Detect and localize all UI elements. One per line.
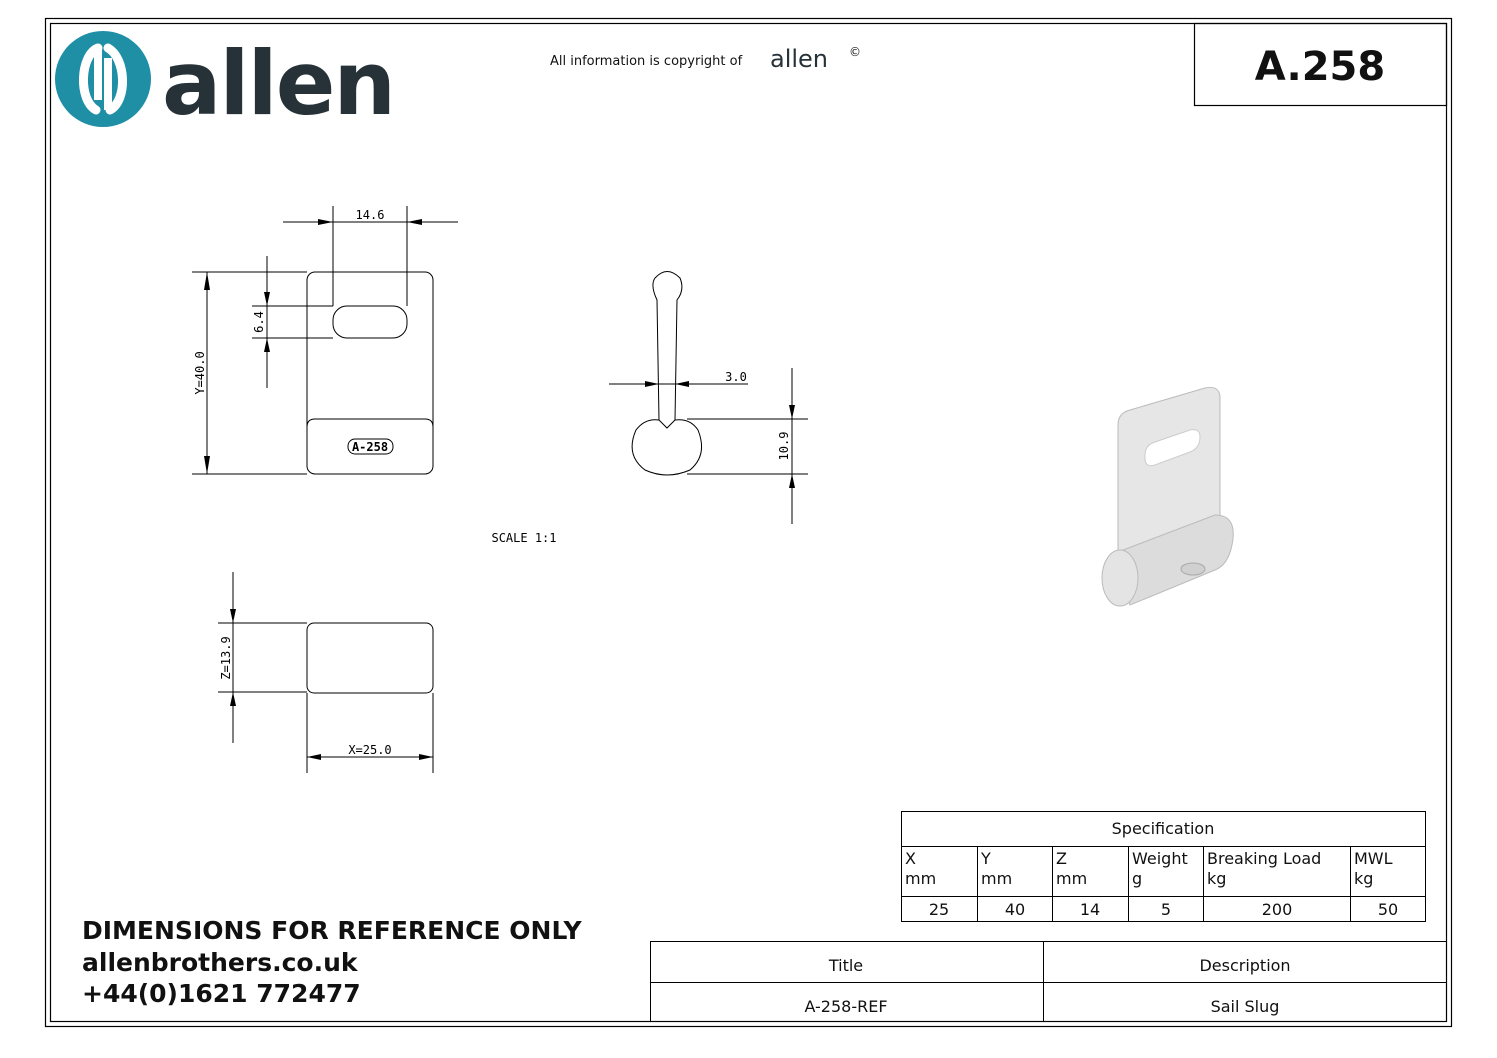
spec-value-mwl: 50 bbox=[1378, 900, 1398, 919]
allen-logo: allen bbox=[55, 31, 396, 135]
part-marking: A-258 bbox=[352, 440, 388, 454]
part-number: A.258 bbox=[1255, 44, 1385, 90]
copyright-brand: allen bbox=[770, 45, 828, 73]
spec-unit-breaking-load: kg bbox=[1207, 869, 1226, 888]
copyright-symbol: © bbox=[849, 45, 861, 59]
title-label: Title bbox=[828, 956, 863, 975]
front-view: A-258 14.6 6.4 Y=40.0 bbox=[192, 206, 458, 475]
specification-table: Specification X mm Y mm Z mm Weight g Br… bbox=[901, 811, 1426, 922]
product-3d-render bbox=[1101, 387, 1234, 607]
spec-header-x: X bbox=[905, 849, 916, 868]
spec-header-mwl: MWL bbox=[1354, 849, 1393, 868]
dim-thickness: 3.0 bbox=[725, 370, 747, 384]
dim-slot-width: 14.6 bbox=[356, 208, 385, 222]
outer-border bbox=[44, 17, 1453, 1028]
spec-header-y: Y bbox=[980, 849, 991, 868]
spec-header-weight: Weight bbox=[1132, 849, 1188, 868]
side-view: 3.0 10.9 bbox=[609, 271, 808, 524]
title-value: A-258-REF bbox=[804, 997, 887, 1016]
top-view: Z=13.9 X=25.0 bbox=[218, 572, 434, 773]
scale-label: SCALE 1:1 bbox=[491, 531, 556, 545]
spec-value-z: 14 bbox=[1080, 900, 1100, 919]
spec-title: Specification bbox=[1112, 819, 1215, 838]
spec-unit-y: mm bbox=[981, 869, 1012, 888]
spec-unit-mwl: kg bbox=[1354, 869, 1373, 888]
spec-unit-weight: g bbox=[1132, 869, 1142, 888]
phone: +44(0)1621 772477 bbox=[82, 979, 361, 1008]
spec-header-breaking-load: Breaking Load bbox=[1207, 849, 1321, 868]
inner-border bbox=[49, 22, 1448, 1023]
dim-y: Y=40.0 bbox=[193, 351, 207, 394]
description-value: Sail Slug bbox=[1211, 997, 1280, 1016]
spec-unit-z: mm bbox=[1056, 869, 1087, 888]
description-label: Description bbox=[1199, 956, 1290, 975]
website: allenbrothers.co.uk bbox=[82, 948, 359, 977]
spec-value-breaking-load: 200 bbox=[1262, 900, 1293, 919]
dim-z: Z=13.9 bbox=[219, 636, 233, 679]
part-number-box bbox=[1193, 22, 1448, 107]
spec-value-y: 40 bbox=[1005, 900, 1025, 919]
spec-header-z: Z bbox=[1056, 849, 1067, 868]
spec-value-weight: 5 bbox=[1161, 900, 1171, 919]
dim-slot-height: 6.4 bbox=[252, 311, 266, 333]
copyright-text: All information is copyright of bbox=[550, 54, 743, 69]
logo-text: allen bbox=[162, 32, 394, 135]
logo-mark-icon bbox=[55, 31, 151, 127]
spec-value-x: 25 bbox=[929, 900, 949, 919]
reference-notice: DIMENSIONS FOR REFERENCE ONLY bbox=[82, 916, 582, 945]
dim-bead: 10.9 bbox=[777, 432, 791, 461]
dim-x: X=25.0 bbox=[348, 743, 391, 757]
spec-unit-x: mm bbox=[905, 869, 936, 888]
title-block: Title Description A-258-REF Sail Slug bbox=[650, 941, 1447, 1022]
